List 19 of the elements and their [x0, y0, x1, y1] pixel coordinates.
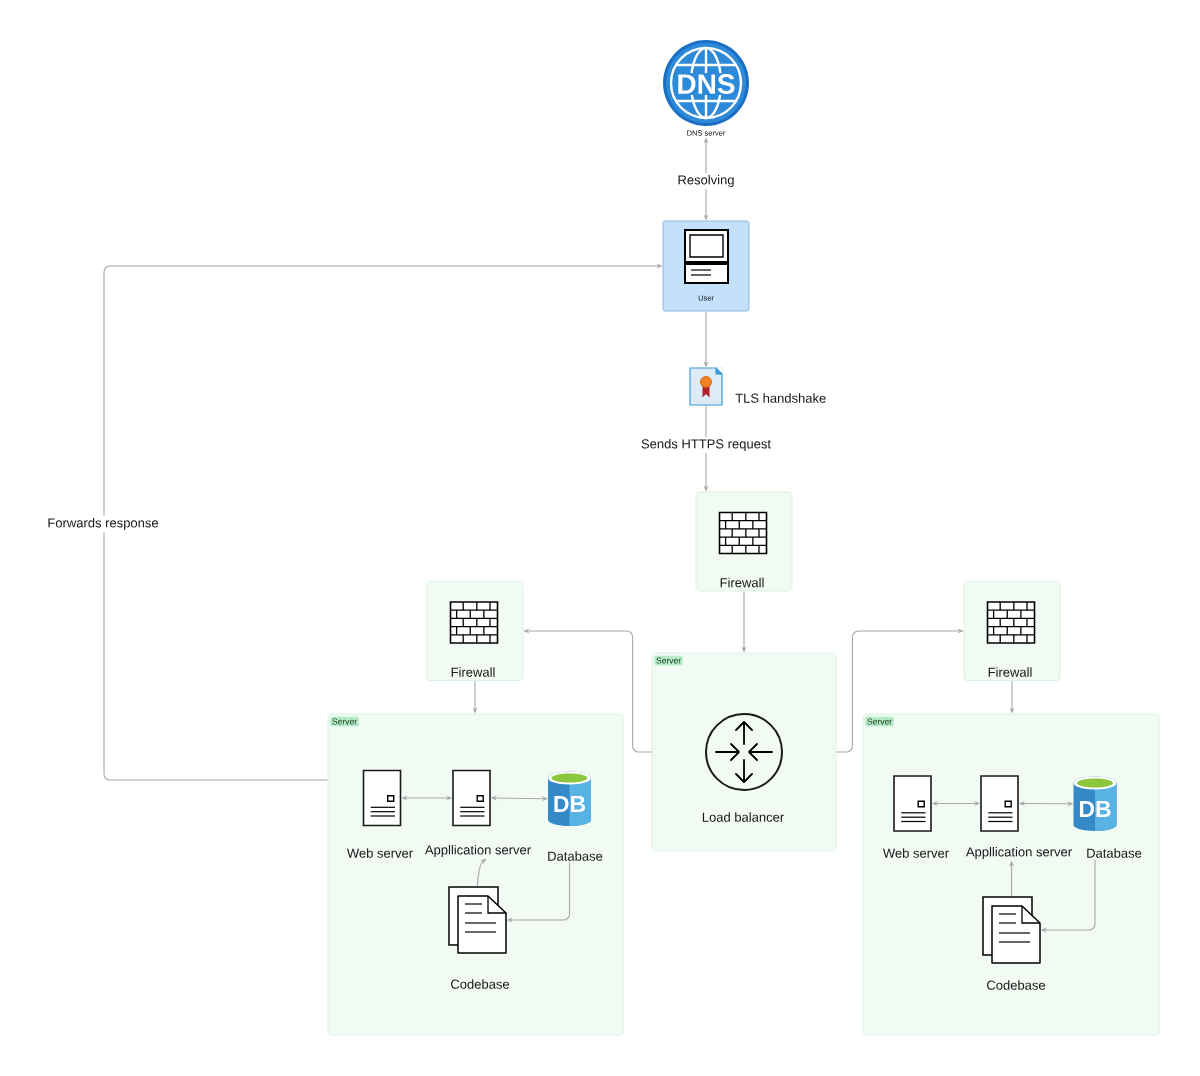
node-label: Database	[548, 851, 603, 861]
node-label: Load balancer	[702, 812, 784, 822]
node-label: Appllication server	[965, 846, 1072, 860]
tag: Server	[865, 716, 894, 727]
edge-label: Forwards response	[45, 515, 161, 533]
node-label: TLS handshake	[735, 393, 826, 403]
edge-label: Resolving	[675, 172, 737, 190]
node-label: Database	[1087, 848, 1142, 858]
icon-text: DB	[1079, 801, 1111, 817]
node-label: Codebase	[451, 979, 510, 989]
node-label: Appllication server	[424, 844, 531, 858]
tag: Server	[654, 655, 683, 666]
node-label: Web server	[346, 848, 413, 858]
node-label: Web server	[882, 848, 949, 858]
edge-label: Sends HTTPS request	[639, 436, 774, 454]
tag: Server	[330, 716, 359, 727]
icon-text: DB	[554, 796, 586, 812]
node-label: Codebase	[987, 980, 1046, 990]
icon-text: DNS	[675, 73, 737, 95]
